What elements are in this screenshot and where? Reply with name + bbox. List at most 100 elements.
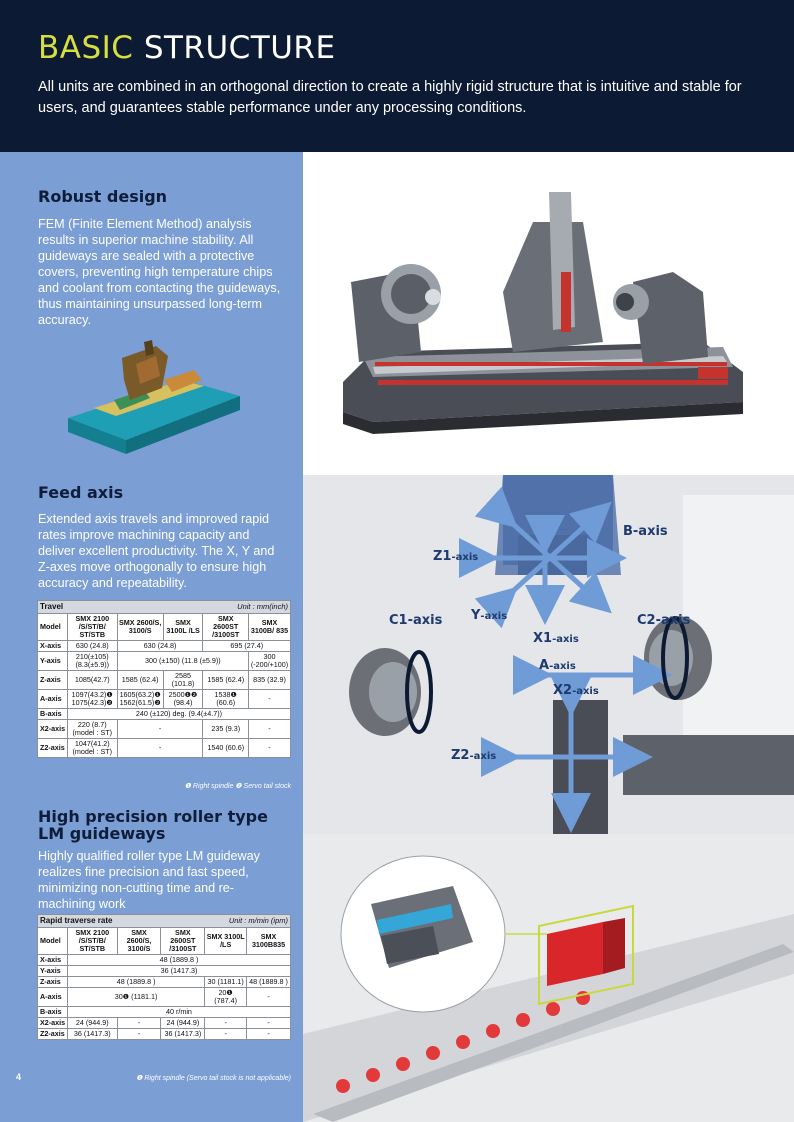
row-label: Y-axis bbox=[37, 965, 68, 977]
model-label: Model bbox=[37, 927, 68, 955]
z2-axis-suffix: -axis bbox=[469, 751, 497, 762]
table-row: Z-axis 48 (1889.8 ) 30 (1181.1) 48 (1889… bbox=[37, 976, 291, 988]
table-row: Y-axis 210(±105) (8.3(±5.9)) 300 (±150) … bbox=[37, 651, 291, 671]
title-rest: STRUCTURE bbox=[143, 30, 336, 66]
table-cell: 36 (1417.3) bbox=[66, 965, 292, 977]
table-cell: 36 (1417.3) bbox=[66, 1028, 118, 1040]
table-cell: - bbox=[248, 719, 291, 739]
model-col: SMX 3100B/ 835 bbox=[248, 613, 291, 641]
title-accent: BASIC bbox=[38, 30, 134, 66]
table-header-row: Model SMX 2100 /S/ST/B/ ST/STB SMX 2600/… bbox=[37, 613, 291, 641]
table-row: B-axis 240 (±120) deg. (9.4(±4.7)) bbox=[37, 708, 292, 720]
model-col: SMX 3100L /LS bbox=[162, 613, 204, 641]
feed-title: Feed axis bbox=[38, 483, 124, 502]
x2-axis-suffix: -axis bbox=[572, 686, 599, 697]
machine-overview-image bbox=[303, 152, 794, 475]
row-label: Y-axis bbox=[37, 651, 68, 671]
z2-axis-label: Z2-axis bbox=[451, 748, 496, 763]
x1-axis-suffix: -axis bbox=[552, 634, 579, 645]
page-number: 4 bbox=[16, 1072, 22, 1082]
row-label: X-axis bbox=[37, 640, 68, 652]
table-cell: 630 (24.8) bbox=[116, 640, 204, 652]
table-cell: - bbox=[116, 719, 204, 739]
table-cell: 220 (8.7) (model : ST) bbox=[66, 719, 118, 739]
feed-body: Extended axis travels and improved rapid… bbox=[38, 512, 275, 590]
rapid-unit: Unit : m/min (ipm) bbox=[228, 916, 288, 925]
travel-footnote: ❶ Right spindle ❷ Servo tail stock bbox=[184, 783, 291, 790]
table-cell: 2585 (101.8) bbox=[162, 670, 204, 690]
y-axis-label: Y-axis bbox=[471, 608, 507, 623]
x1-axis-label: X1-axis bbox=[533, 631, 579, 646]
model-col: SMX 2100 /S/ST/B/ ST/STB bbox=[66, 927, 118, 955]
table-cell: 835 (32.9) bbox=[248, 670, 291, 690]
row-label: Z-axis bbox=[37, 976, 68, 988]
model-col: SMX 2100 /S/ST/B/ ST/STB bbox=[66, 613, 118, 641]
row-label: A-axis bbox=[37, 987, 68, 1007]
a-axis-label: A-axis bbox=[539, 658, 576, 673]
table-header-row: Model SMX 2100 /S/ST/B/ ST/STB SMX 2600/… bbox=[37, 927, 291, 955]
z1-axis-suffix: -axis bbox=[451, 552, 479, 563]
table-cell: 30 (1181.1) bbox=[204, 976, 248, 988]
table-cell: 40 r/min bbox=[66, 1006, 292, 1018]
z2-axis-name: Z2 bbox=[451, 748, 470, 763]
table-cell: 2500❶❷ (98.4) bbox=[162, 689, 204, 709]
table-cell: 48 (1889.8 ) bbox=[66, 976, 206, 988]
model-col: SMX 2600/S, 3100/S bbox=[116, 927, 162, 955]
fem-analysis-image bbox=[68, 340, 240, 454]
table-row: Z-axis 1085(42.7) 1585 (62.4) 2585 (101.… bbox=[37, 670, 291, 690]
lm-title: High precision roller type LM guideways bbox=[38, 807, 268, 843]
x2-axis-label: X2-axis bbox=[553, 683, 599, 698]
z1-axis-label: Z1-axis bbox=[433, 549, 478, 564]
robust-title: Robust design bbox=[38, 187, 168, 206]
table-cell: 24 (944.9) bbox=[66, 1017, 118, 1029]
table-row: A-axis 1097(43.2)❶ 1075(42.3)❷ 1605(63.2… bbox=[37, 689, 291, 709]
table-cell: - bbox=[204, 1028, 248, 1040]
table-row: X-axis 48 (1889.8 ) bbox=[37, 954, 292, 966]
y-axis-name: Y bbox=[471, 608, 481, 623]
table-cell: 36 (1417.3) bbox=[160, 1028, 206, 1040]
table-cell: 1085(42.7) bbox=[66, 670, 118, 690]
robust-body: FEM (Finite Element Method) analysis res… bbox=[38, 217, 281, 327]
model-col: SMX 2600/S, 3100/S bbox=[116, 613, 164, 641]
row-label: X-axis bbox=[37, 954, 68, 966]
table-cell: - bbox=[116, 738, 204, 758]
c1-axis-label: C1-axis bbox=[389, 613, 443, 628]
table-cell: 1605(63.2)❶ 1562(61.5)❷ bbox=[116, 689, 164, 709]
table-row: X-axis 630 (24.8) 630 (24.8) 695 (27.4) bbox=[37, 640, 291, 652]
rapid-caption: Rapid traverse rate bbox=[40, 916, 113, 925]
table-row: A-axis 30❶ (1181.1) 20❶ (787.4) - bbox=[37, 987, 291, 1007]
table-cell: 1097(43.2)❶ 1075(42.3)❷ bbox=[66, 689, 118, 709]
row-label: Z2-axis bbox=[37, 1028, 68, 1040]
table-cell: 235 (9.3) bbox=[202, 719, 250, 739]
axis-diagram-image: B-axis Z1-axis Y-axis C1-axis X1-axis C2… bbox=[303, 475, 794, 834]
row-label: A-axis bbox=[37, 689, 68, 709]
table-cell: 24 (944.9) bbox=[160, 1017, 206, 1029]
model-label: Model bbox=[37, 613, 68, 641]
table-cell: 1540 (60.6) bbox=[202, 738, 250, 758]
table-cell: 210(±105) (8.3(±5.9)) bbox=[66, 651, 118, 671]
row-label: B-axis bbox=[37, 1006, 68, 1018]
rapid-footnote: ❶ Right spindle (Servo tail stock is not… bbox=[136, 1075, 291, 1082]
model-col: SMX 2600ST /3100ST bbox=[202, 613, 250, 641]
table-cell: 48 (1889.8 ) bbox=[66, 954, 292, 966]
model-col: SMX 3100B835 bbox=[246, 927, 291, 955]
table-row: B-axis 40 r/min bbox=[37, 1006, 292, 1018]
page-title: BASIC STRUCTURE bbox=[38, 30, 336, 66]
z1-axis-name: Z1 bbox=[433, 549, 452, 564]
x2-axis-name: X2 bbox=[553, 683, 573, 698]
y-axis-suffix: -axis bbox=[480, 611, 508, 622]
table-cell: 695 (27.4) bbox=[202, 640, 291, 652]
table-cell: - bbox=[248, 738, 291, 758]
lm-body: Highly qualified roller type LM guideway… bbox=[38, 849, 260, 911]
table-cell: 300 (±150) (11.8 (±5.9)) bbox=[116, 651, 250, 671]
table-cell: - bbox=[246, 987, 291, 1007]
table-cell: 1585 (62.4) bbox=[116, 670, 164, 690]
axis-machine-illustration bbox=[303, 475, 794, 834]
table-cell: - bbox=[246, 1028, 291, 1040]
guideway-illustration bbox=[303, 834, 794, 1122]
machine-illustration bbox=[343, 192, 743, 434]
table-cell: 630 (24.8) bbox=[66, 640, 118, 652]
table-cell: 48 (1889.8 ) bbox=[246, 976, 291, 988]
table-cell: - bbox=[248, 689, 291, 709]
